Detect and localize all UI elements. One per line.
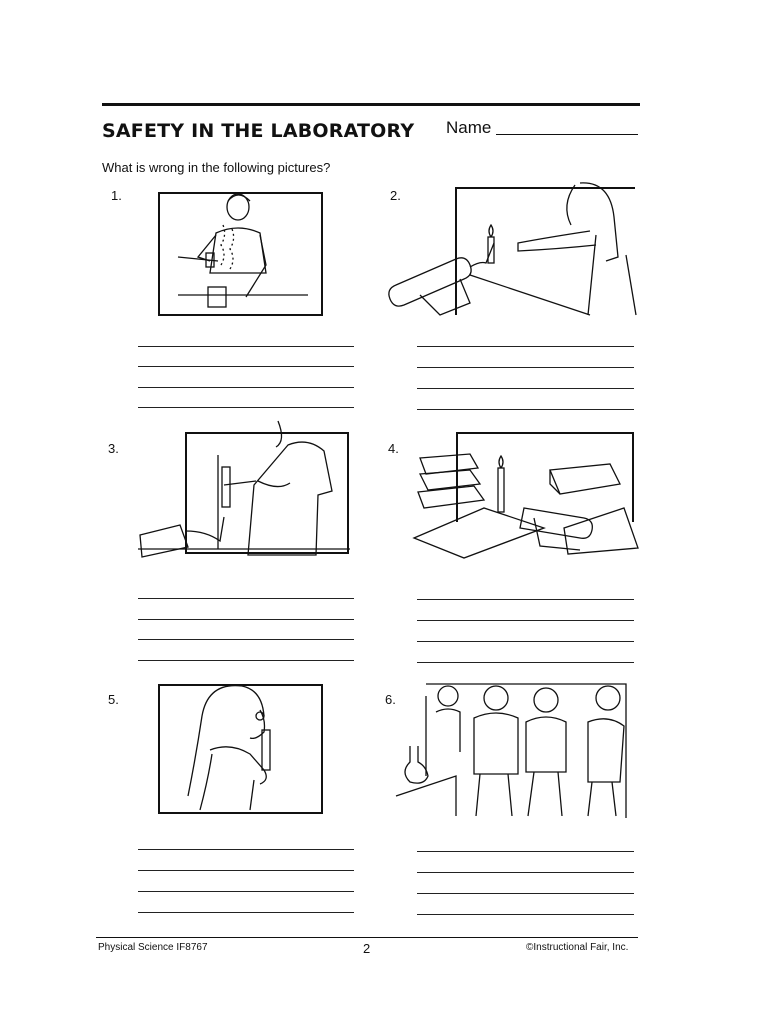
answer-line[interactable] <box>417 641 634 642</box>
answer-line[interactable] <box>417 388 634 389</box>
answer-line[interactable] <box>138 407 354 408</box>
answer-line[interactable] <box>138 598 354 599</box>
page-number: 2 <box>363 941 371 956</box>
answer-line[interactable] <box>138 366 354 367</box>
answer-line[interactable] <box>138 639 354 640</box>
illustration-frame-4 <box>456 432 634 522</box>
answer-line[interactable] <box>138 912 354 913</box>
answer-line[interactable] <box>138 849 354 850</box>
item-number-4: 4. <box>388 441 399 456</box>
answer-line[interactable] <box>138 870 354 871</box>
answer-line[interactable] <box>138 619 354 620</box>
illustration-5 <box>187 684 271 811</box>
answer-line[interactable] <box>417 409 634 410</box>
illustration-6 <box>395 683 627 818</box>
illustration-2 <box>388 182 637 316</box>
footer-rule <box>96 937 638 938</box>
answer-line[interactable] <box>138 346 354 347</box>
item-number-1: 1. <box>111 188 122 203</box>
answer-line[interactable] <box>417 599 634 600</box>
illustration-1 <box>177 193 308 308</box>
illustration-frame-3 <box>185 432 349 554</box>
name-label: Name <box>446 118 492 137</box>
answer-line[interactable] <box>417 893 634 894</box>
top-rule <box>102 103 640 106</box>
instructions: What is wrong in the following pictures? <box>102 160 331 175</box>
footer-copyright: ©Instructional Fair, Inc. <box>526 942 629 953</box>
worksheet-title: SAFETY IN THE LABORATORY <box>102 120 415 142</box>
item-number-5: 5. <box>108 692 119 707</box>
answer-line[interactable] <box>417 662 634 663</box>
answer-line[interactable] <box>417 914 634 915</box>
answer-line[interactable] <box>417 367 634 368</box>
answer-line[interactable] <box>138 891 354 892</box>
name-field-line <box>496 134 638 135</box>
answer-line[interactable] <box>417 620 634 621</box>
item-number-3: 3. <box>108 441 119 456</box>
illustration-4 <box>412 453 639 559</box>
answer-line[interactable] <box>417 346 634 347</box>
answer-line[interactable] <box>417 872 634 873</box>
answer-line[interactable] <box>138 387 354 388</box>
footer-publication: Physical Science IF8767 <box>98 942 208 953</box>
item-number-2: 2. <box>390 188 401 203</box>
illustration-3 <box>138 420 350 558</box>
item-number-6: 6. <box>385 692 396 707</box>
answer-line[interactable] <box>417 851 634 852</box>
answer-line[interactable] <box>138 660 354 661</box>
illustration-frame-2 <box>455 187 635 315</box>
